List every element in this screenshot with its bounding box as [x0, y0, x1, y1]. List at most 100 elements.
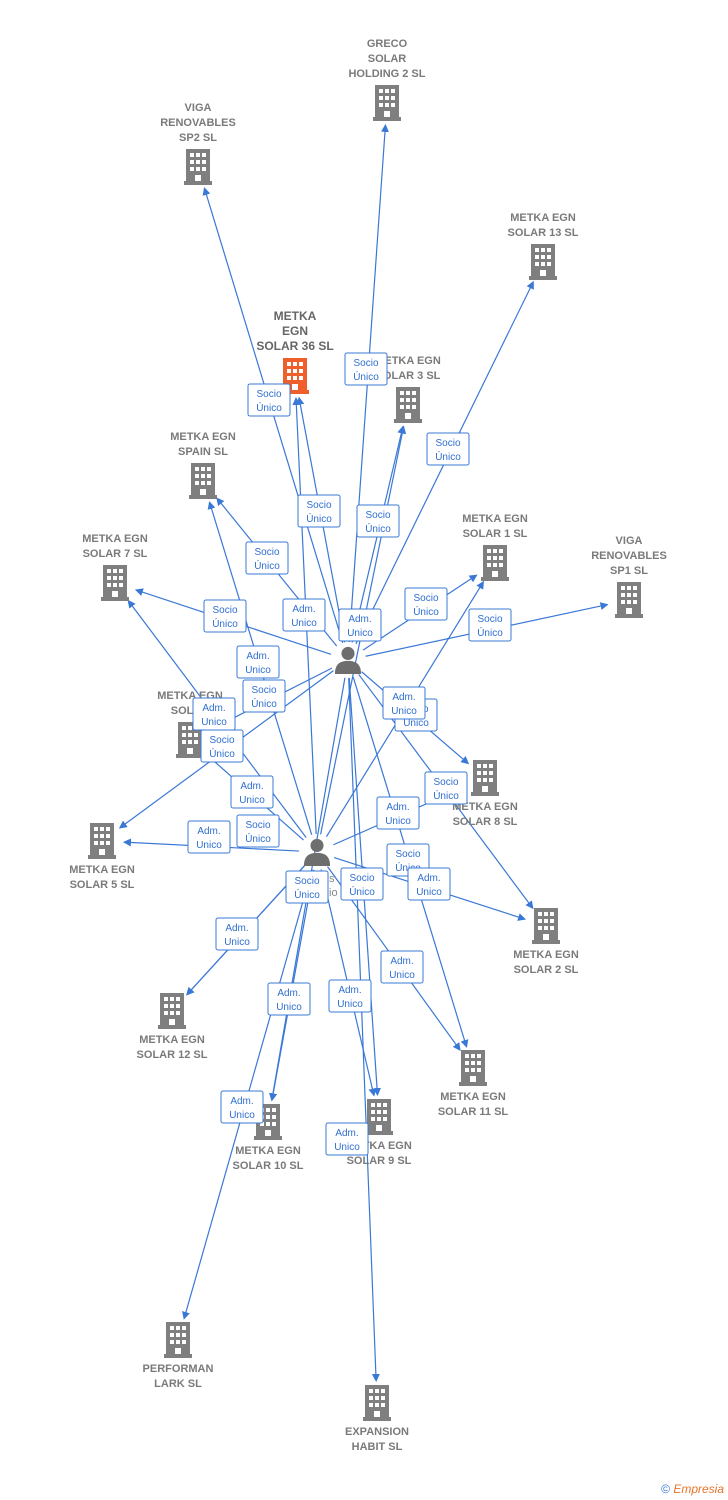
- company-name-line: METKA EGN: [510, 212, 576, 224]
- edge-label-line2: Único: [353, 370, 379, 383]
- building-icon: [481, 545, 509, 581]
- edge-label[interactable]: Adm.Unico: [220, 1090, 264, 1124]
- building-icon: [363, 1385, 391, 1421]
- edge-label[interactable]: Adm.Unico: [376, 796, 420, 830]
- edge-label[interactable]: Adm.Unico: [267, 982, 311, 1016]
- edge-label-line2: Único: [349, 885, 375, 898]
- edge-label[interactable]: Adm.Unico: [382, 686, 426, 720]
- edge-label-line1: Socio: [435, 438, 460, 449]
- edge-label-line1: Socio: [413, 593, 438, 604]
- edge-label-line1: Adm.: [335, 1128, 358, 1139]
- building-icon: [529, 244, 557, 280]
- edge-label[interactable]: Adm.Unico: [230, 775, 274, 809]
- edge-label-line1: Adm.: [417, 873, 440, 884]
- company-name-line: SOLAR 8 SL: [453, 816, 518, 828]
- company-name-line: METKA: [274, 309, 317, 323]
- company-name-line: METKA EGN: [139, 1034, 205, 1046]
- edge-label-line2: Único: [245, 832, 271, 845]
- edge-label[interactable]: Adm.Unico: [380, 950, 424, 984]
- building-icon: [373, 85, 401, 121]
- building-icon: [101, 565, 129, 601]
- company-name-line: EGN: [282, 324, 308, 338]
- building-icon: [471, 760, 499, 796]
- edge-label-line1: Socio: [251, 685, 276, 696]
- edge-label[interactable]: Adm.Unico: [407, 867, 451, 901]
- edge-label-line2: Único: [251, 697, 277, 710]
- building-icon: [189, 463, 217, 499]
- brand-logo[interactable]: Empresia: [673, 1482, 724, 1496]
- edge-label-line2: Único: [212, 617, 238, 630]
- edge-label-line2: Unico: [229, 1110, 255, 1121]
- edge-label[interactable]: Adm.Unico: [192, 697, 236, 731]
- edge-label[interactable]: Adm.Unico: [187, 820, 231, 854]
- edge-label-line1: Adm.: [277, 988, 300, 999]
- edge-label-line1: Socio: [353, 358, 378, 369]
- company-name-line: SOLAR 5 SL: [70, 879, 135, 891]
- building-icon: [365, 1099, 393, 1135]
- building-icon: [459, 1050, 487, 1086]
- edge-label-line1: Adm.: [338, 985, 361, 996]
- edge-label-line2: Único: [306, 512, 332, 525]
- edge-label-line1: Socio: [254, 547, 279, 558]
- edge-label[interactable]: Adm.Unico: [338, 608, 382, 642]
- edge-label-line2: Unico: [291, 618, 317, 629]
- edge-label-line2: Unico: [196, 840, 222, 851]
- edge-label-line1: Adm.: [348, 614, 371, 625]
- edge-label[interactable]: Adm.Unico: [328, 979, 372, 1013]
- edge-label-line1: Socio: [209, 735, 234, 746]
- edge-label[interactable]: Adm.Unico: [215, 917, 259, 951]
- edge-label-line1: Adm.: [240, 781, 263, 792]
- edge-label-line2: Único: [433, 789, 459, 802]
- edge-label[interactable]: Adm.Unico: [325, 1122, 369, 1156]
- company-name-line: RENOVABLES: [591, 550, 667, 562]
- building-icon: [532, 908, 560, 944]
- person-node-p2[interactable]: sio: [303, 838, 338, 899]
- company-name-line: HOLDING 2 SL: [348, 68, 425, 80]
- person-icon: [334, 646, 362, 674]
- company-name-line: SOLAR: [368, 53, 407, 65]
- company-name-line: SP2 SL: [179, 132, 217, 144]
- edge-label-line1: Socio: [294, 876, 319, 887]
- edge-label-line1: Adm.: [292, 604, 315, 615]
- edge-label[interactable]: Adm.Unico: [236, 645, 280, 679]
- person-name-fragment: io: [329, 887, 338, 899]
- edge-label-line1: Socio: [306, 500, 331, 511]
- edge-label-line2: Único: [365, 522, 391, 535]
- edge-label[interactable]: Adm. Unico: [282, 598, 326, 632]
- company-name-line: SOLAR 9 SL: [347, 1155, 412, 1167]
- company-name-line: SOLAR 10 SL: [233, 1160, 304, 1172]
